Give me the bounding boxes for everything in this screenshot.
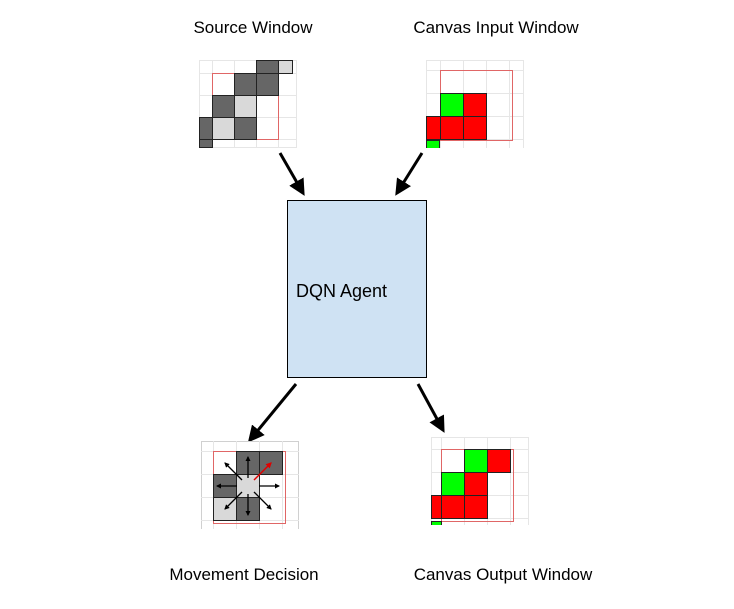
canvas-output-window-panel	[431, 437, 529, 525]
arrow-icon	[253, 491, 272, 510]
movement-direction-arrows	[215, 455, 281, 517]
arrow-icon	[395, 152, 424, 196]
movement-decision-panel	[201, 441, 299, 529]
canvas-output-cells	[431, 449, 511, 525]
canvas-input-window-label: Canvas Input Window	[413, 18, 579, 37]
arrow-icon	[278, 152, 305, 196]
canvas-input-cells	[426, 93, 487, 148]
arrow-icon	[416, 383, 445, 433]
dqn-agent-label: DQN Agent	[296, 281, 388, 301]
arrow-icon	[224, 462, 243, 481]
source-window-label: Source Window	[193, 18, 313, 37]
canvas-output-window-label: Canvas Output Window	[413, 565, 593, 584]
dqn-agent-box: DQN Agent	[287, 200, 427, 378]
arrow-icon	[224, 491, 243, 510]
selected-move-arrow-icon	[253, 462, 272, 481]
source-cells	[199, 60, 293, 148]
canvas-input-window-panel	[426, 60, 524, 148]
arrow-icon	[247, 383, 298, 443]
movement-decision-label: Movement Decision	[169, 565, 319, 584]
source-window-panel	[199, 60, 297, 148]
